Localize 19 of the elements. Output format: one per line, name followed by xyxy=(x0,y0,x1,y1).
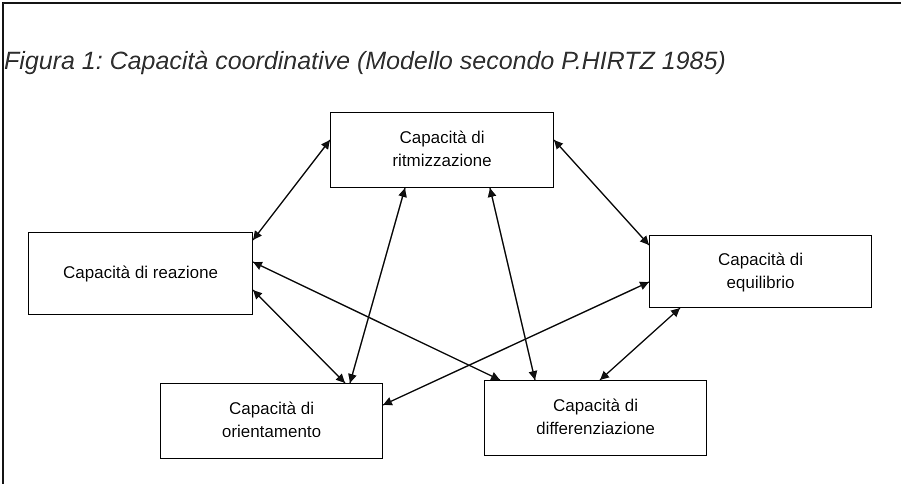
process-box xyxy=(649,235,872,308)
double-arrow xyxy=(252,140,331,240)
process-box xyxy=(484,380,707,456)
box-label: Capacità di equilibrio xyxy=(716,248,804,294)
double-arrow xyxy=(488,188,538,380)
process-box xyxy=(160,383,383,459)
double-arrow xyxy=(382,281,650,406)
box-label: Capacità di orientamento xyxy=(220,398,322,443)
double-arrow xyxy=(252,261,500,381)
figure-title: Figura 1: Capacità coordinative (Modello secondo P.HIRTZ 1985) xyxy=(4,47,726,76)
process-box xyxy=(28,232,253,315)
double-arrow xyxy=(252,289,346,384)
double-arrow xyxy=(348,188,407,384)
box-label: Capacità di differenziazione xyxy=(535,395,656,440)
double-arrow xyxy=(600,307,680,381)
process-box xyxy=(330,112,554,188)
box-label: Capacità di reazione xyxy=(63,262,218,284)
box-label: Capacità di ritmizzazione xyxy=(391,127,493,172)
double-arrow xyxy=(553,140,650,246)
